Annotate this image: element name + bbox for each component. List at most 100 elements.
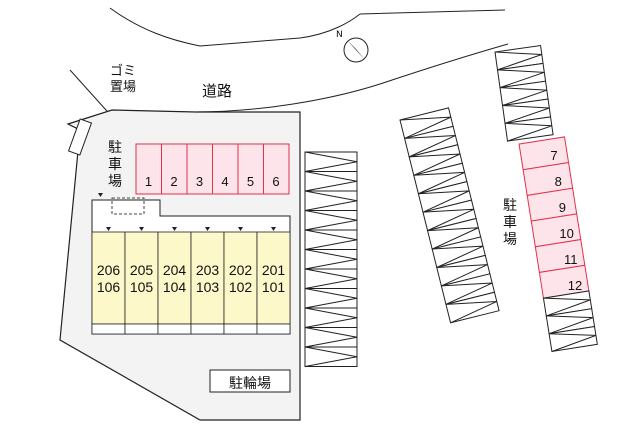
stall-zigzag [546,315,594,335]
stall-zigzag [494,51,542,71]
stall-zigzag [304,327,358,348]
unit-number-upper: 205 [129,262,154,278]
stall-zigzag [304,151,358,172]
parking-slot-number: 12 [567,278,583,293]
parking-block-right [518,136,598,353]
parking-slot [161,143,188,195]
parking-slot [237,143,264,195]
stall-zigzag [399,116,452,139]
parking-slot-number: 3 [195,174,204,189]
parking-slot-number: 11 [564,252,578,267]
stall-zigzag [543,297,591,317]
stall-zigzag [409,153,461,176]
bike-parking-label: 駐輪場 [229,376,271,392]
parking-label-left: 駐車場 [108,140,124,190]
road-label: 道路 [202,82,233,100]
stall-zigzag [404,135,456,158]
stall-zigzag [304,346,358,367]
unit-number-lower: 102 [228,279,253,295]
garbage-area [67,118,93,156]
stalls-column-b [399,107,500,324]
stall-zigzag [418,190,470,213]
entrance-marker-icon [139,227,144,231]
apartment-unit [124,231,159,325]
stall-zigzag [304,210,358,231]
stall-zigzag [502,104,550,124]
parking-block-left [135,143,290,195]
entrance-marker-icon [238,227,243,231]
stall-zigzag [413,171,465,195]
stall-zigzag [422,208,475,232]
parking-stall [304,288,358,309]
bike-parking-box [209,369,291,393]
stall-zigzag [304,249,358,270]
road-edge-top [109,7,506,47]
entrance-marker-icon [205,227,210,231]
unit-number-upper: 201 [261,262,286,278]
unit-number-upper: 202 [228,262,253,278]
parking-slot-number: 10 [559,226,574,241]
stall-zigzag [445,300,497,324]
parking-stall [304,346,358,367]
parking-slot-number: 7 [550,148,558,163]
unit-balcony [190,323,225,335]
stall-zigzag [436,264,488,287]
stall-zigzag [499,87,547,106]
stall-zigzag [304,288,358,309]
parking-slot-number: 2 [170,174,178,189]
entrance-marker-icon [106,227,111,231]
parking-slot-number: 9 [558,200,566,215]
stall-zigzag [304,190,358,211]
stall-zigzag [441,282,493,305]
apartment-unit [190,231,225,325]
parking-stall [304,190,358,211]
unit-balcony [256,323,291,335]
apartment-unit [157,231,192,325]
parking-slot-number: 5 [246,174,255,189]
unit-number-upper: 203 [195,262,220,278]
parking-slot [135,143,162,195]
parking-stall [304,327,358,348]
stall-zigzag [427,227,479,250]
unit-balcony [157,323,192,335]
stalls-column-c [494,45,554,142]
parking-slot-number: 4 [221,174,229,189]
unit-balcony [91,323,126,335]
entrance-marker-icon [98,193,103,197]
stair-dashed [111,197,145,215]
parking-slot [212,143,239,195]
stall-zigzag [497,69,545,89]
parking-label-right: 駐車場 [503,198,517,248]
stalls-column-a [304,151,358,367]
unit-number-lower: 104 [162,279,187,295]
north-label: N [336,30,343,40]
entrance-marker-icon [172,227,177,231]
north-arrow-icon [343,37,369,63]
unit-number-lower: 101 [261,279,286,295]
parking-slot-number: 1 [144,174,153,189]
parking-stall [304,307,358,328]
unit-number-lower: 103 [195,279,220,295]
stall-zigzag [304,229,358,250]
parking-slot-number: 6 [272,174,280,189]
apartment-unit [256,231,291,325]
parking-stall [304,249,358,270]
stall-zigzag [304,268,358,289]
parking-slot-number: 8 [554,174,562,189]
garbage-label: ゴミ置場 [110,64,137,95]
unit-number-upper: 204 [162,262,187,278]
parking-stall [304,268,358,289]
stall-zigzag [304,307,358,328]
parking-stall [304,229,358,250]
unit-number-lower: 106 [96,279,121,295]
unit-number-lower: 105 [129,279,154,295]
unit-balcony [124,323,159,335]
